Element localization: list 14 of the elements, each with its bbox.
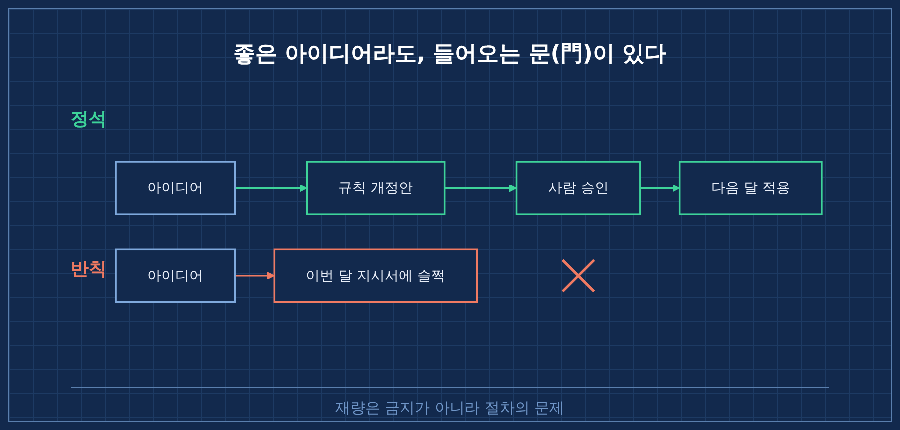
node-box: 이번 달 지시서에 슬쩍 <box>274 248 478 303</box>
caption: 재량은 금지가 아니라 절차의 문제 <box>334 399 566 418</box>
node-box: 다음 달 적용 <box>678 161 823 216</box>
node-box: 아이디어 <box>115 161 236 216</box>
arrow <box>235 184 308 192</box>
arrow <box>235 272 275 280</box>
arrow <box>640 184 680 192</box>
diagram-title: 좋은 아이디어라도, 들어오는 문(門)이 있다 <box>232 41 668 69</box>
foul-path-heading: 반칙 <box>71 258 107 281</box>
standard-path-heading: 정석 <box>71 108 107 131</box>
node-box: 사람 승인 <box>516 161 642 216</box>
arrow <box>444 184 518 192</box>
node-box: 규칙 개정안 <box>306 161 446 216</box>
node-box: 아이디어 <box>115 248 236 303</box>
